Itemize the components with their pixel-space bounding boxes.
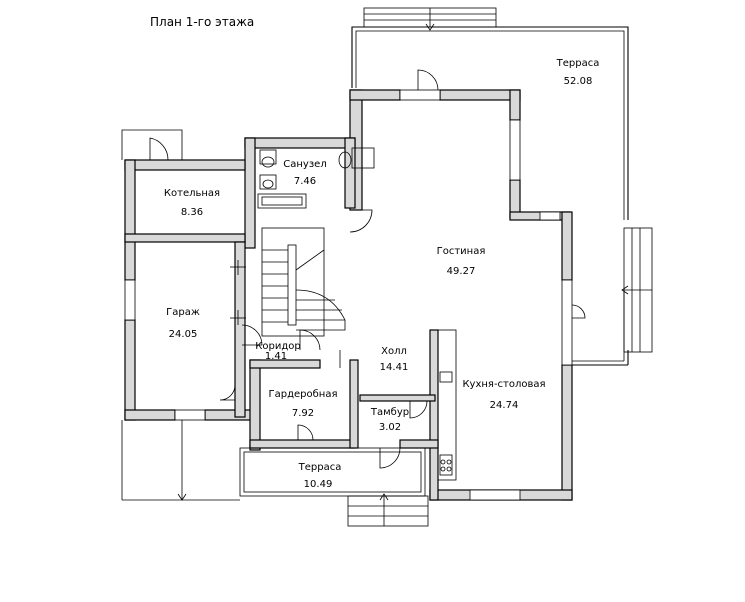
terrace-right-steps: [621, 227, 653, 353]
room-garage: Гараж 24.05: [166, 307, 200, 340]
windows: [124, 89, 573, 501]
room-name: Санузел: [283, 159, 326, 170]
plan-title: План 1-го этажа: [150, 15, 254, 29]
boiler-entry: [121, 129, 183, 161]
room-kitchen: Кухня-столовая 24.74: [462, 379, 545, 411]
room-name: Гостиная: [437, 246, 486, 257]
room-name: Гардеробная: [269, 389, 338, 400]
bathroom-fixtures: [257, 147, 375, 209]
room-name: Коридор: [255, 341, 300, 352]
room-wardrobe: Гардеробная 7.92: [269, 389, 338, 419]
room-area: 49.27: [447, 266, 476, 277]
room-boiler: Котельная 8.36: [164, 188, 220, 218]
room-area: 24.05: [169, 329, 198, 340]
room-area: 24.74: [490, 400, 519, 411]
room-name: Терраса: [556, 58, 600, 69]
room-name: Терраса: [298, 462, 342, 473]
room-area: 52.08: [564, 76, 593, 87]
room-living: Гостиная 49.27: [437, 246, 486, 277]
staircase: [261, 227, 346, 337]
room-area: 7.92: [292, 408, 314, 419]
room-terrace-big: Терраса 52.08: [556, 58, 600, 87]
room-bathroom: Санузел 7.46: [283, 159, 326, 187]
room-name: Гараж: [166, 307, 200, 318]
exterior-walls: [124, 89, 573, 501]
room-name: Котельная: [164, 188, 220, 199]
terrace-small-steps: [347, 493, 429, 527]
terrace-top-steps: [363, 7, 497, 31]
room-area: 3.02: [379, 422, 401, 433]
room-area: 8.36: [181, 207, 203, 218]
interior-doors: [219, 69, 586, 469]
room-name: Тамбур: [370, 407, 409, 418]
room-vestibule: Тамбур 3.02: [370, 407, 409, 433]
room-corridor: Коридор 1.41: [255, 341, 300, 362]
garage-front: [121, 260, 246, 501]
room-terrace-small: Терраса 10.49: [298, 462, 342, 490]
room-name: Кухня-столовая: [462, 379, 545, 390]
room-area: 14.41: [380, 362, 409, 373]
room-area: 10.49: [304, 479, 333, 490]
room-area: 1.41: [265, 351, 287, 362]
room-area: 7.46: [294, 176, 316, 187]
kitchen-counter: [437, 329, 457, 481]
room-hall: Холл 14.41: [380, 346, 409, 373]
room-name: Холл: [381, 346, 407, 357]
